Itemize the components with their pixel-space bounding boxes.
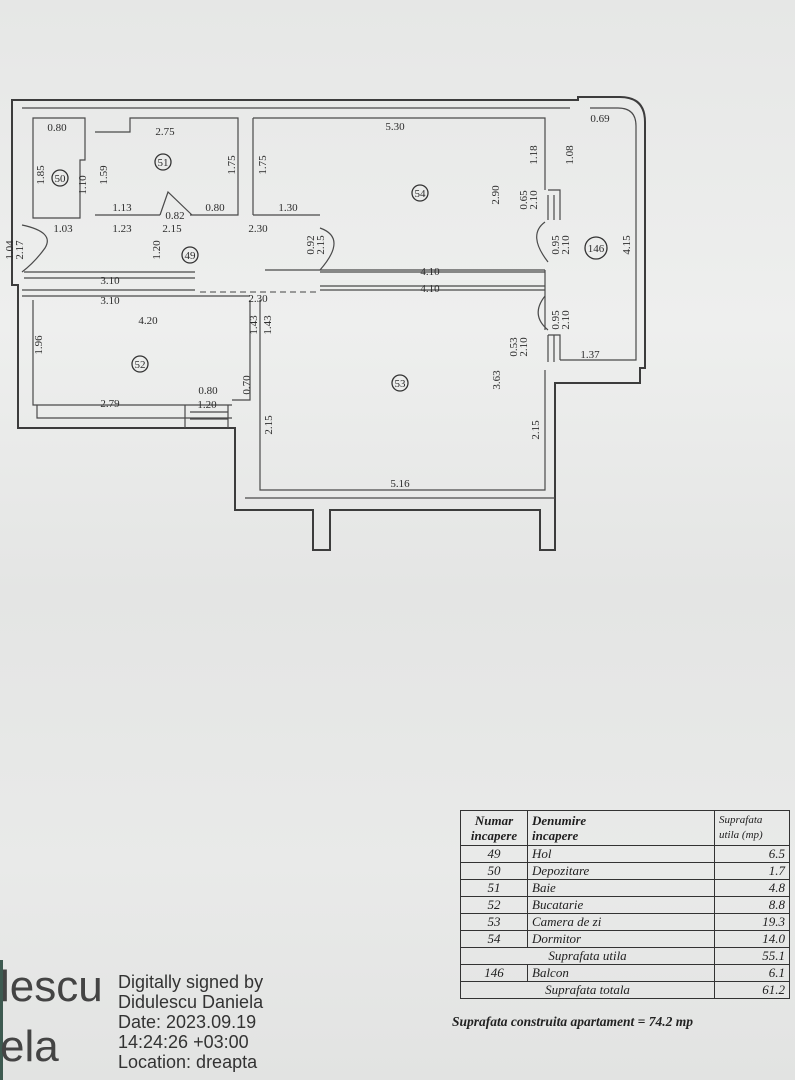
svg-text:2.10: 2.10	[560, 235, 572, 255]
svg-text:5.16: 5.16	[390, 478, 410, 490]
svg-text:2.15: 2.15	[315, 235, 327, 255]
built-area-note: Suprafata construita apartament = 74.2 m…	[452, 1014, 693, 1029]
svg-text:1.85: 1.85	[35, 165, 47, 185]
room-50-label: 50	[51, 169, 69, 187]
svg-text:1.75: 1.75	[226, 155, 238, 175]
signature-name-fragment: lescu	[0, 962, 103, 1011]
svg-text:1.96: 1.96	[33, 335, 45, 355]
svg-text:4.20: 4.20	[138, 315, 158, 327]
svg-text:0.53: 0.53	[508, 337, 520, 357]
svg-text:0.95: 0.95	[550, 235, 562, 255]
svg-text:1.20: 1.20	[151, 240, 163, 260]
svg-text:0.70: 0.70	[241, 375, 253, 395]
svg-text:1.10: 1.10	[77, 175, 89, 195]
svg-text:0.95: 0.95	[550, 310, 562, 330]
svg-text:1.59: 1.59	[98, 165, 110, 185]
svg-text:49: 49	[185, 250, 197, 262]
svg-text:1.43: 1.43	[262, 315, 274, 335]
page-edge	[0, 960, 3, 1080]
room-54-label: 54	[411, 184, 429, 202]
svg-text:2.15: 2.15	[530, 420, 542, 440]
svg-text:1.18: 1.18	[528, 145, 540, 165]
svg-text:53: 53	[395, 378, 407, 390]
svg-text:4.10: 4.10	[420, 266, 440, 278]
svg-text:1.20: 1.20	[197, 399, 217, 411]
svg-text:2.90: 2.90	[490, 185, 502, 205]
svg-text:3.10: 3.10	[100, 275, 120, 287]
svg-text:1.08: 1.08	[564, 145, 576, 165]
svg-text:0.65: 0.65	[518, 190, 530, 210]
svg-text:1.37: 1.37	[580, 349, 600, 361]
svg-text:50: 50	[55, 173, 67, 185]
floor-plan: 50 51 54 49 146 52 53 0.80 2.75 5.30 0.6…	[4, 96, 646, 551]
room-52-label: 52	[131, 355, 149, 373]
svg-text:5.30: 5.30	[385, 121, 405, 133]
svg-text:0.80: 0.80	[47, 122, 67, 134]
svg-text:3.63: 3.63	[491, 370, 503, 390]
svg-text:4.15: 4.15	[621, 235, 633, 255]
svg-text:1.13: 1.13	[112, 202, 132, 214]
svg-text:2.75: 2.75	[155, 126, 175, 138]
svg-text:0.69: 0.69	[590, 113, 610, 125]
svg-text:54: 54	[415, 188, 427, 200]
svg-text:0.80: 0.80	[198, 385, 218, 397]
svg-text:1.03: 1.03	[53, 223, 73, 235]
svg-text:0.82: 0.82	[165, 210, 184, 222]
svg-text:2.10: 2.10	[560, 310, 572, 330]
signature-name-fragment: ela	[0, 1022, 59, 1071]
svg-text:1.43: 1.43	[248, 315, 260, 335]
svg-text:2.15: 2.15	[263, 415, 275, 435]
svg-text:3.10: 3.10	[100, 295, 120, 307]
svg-text:1.75: 1.75	[257, 155, 269, 175]
door-swings	[21, 190, 549, 331]
svg-text:2.30: 2.30	[248, 293, 268, 305]
svg-text:1.04: 1.04	[4, 240, 16, 260]
svg-text:4.10: 4.10	[420, 283, 440, 295]
room-53-label: 53	[391, 374, 409, 392]
svg-text:51: 51	[158, 157, 169, 169]
svg-text:2.30: 2.30	[248, 223, 268, 235]
room-51-label: 51	[154, 153, 172, 171]
svg-text:2.17: 2.17	[14, 240, 26, 260]
svg-text:2.79: 2.79	[100, 398, 120, 410]
svg-text:146: 146	[588, 243, 605, 255]
svg-text:52: 52	[135, 359, 146, 371]
room-146-label: 146	[584, 236, 608, 260]
dimension-labels: 0.80 2.75 5.30 0.69 1.85 1.59 1.10 1.75 …	[4, 113, 633, 490]
svg-text:0.80: 0.80	[205, 202, 225, 214]
svg-text:1.23: 1.23	[112, 223, 132, 235]
svg-text:2.15: 2.15	[162, 223, 182, 235]
digital-signature-block: Digitally signed by Didulescu Daniela Da…	[118, 972, 264, 1072]
svg-text:1.30: 1.30	[278, 202, 298, 214]
room-49-label: 49	[181, 246, 199, 264]
svg-text:0.92: 0.92	[305, 235, 317, 254]
svg-text:2.10: 2.10	[528, 190, 540, 210]
walls	[11, 96, 646, 551]
room-labels: 50 51 54 49 146 52 53	[51, 153, 608, 392]
svg-text:2.10: 2.10	[518, 337, 530, 357]
